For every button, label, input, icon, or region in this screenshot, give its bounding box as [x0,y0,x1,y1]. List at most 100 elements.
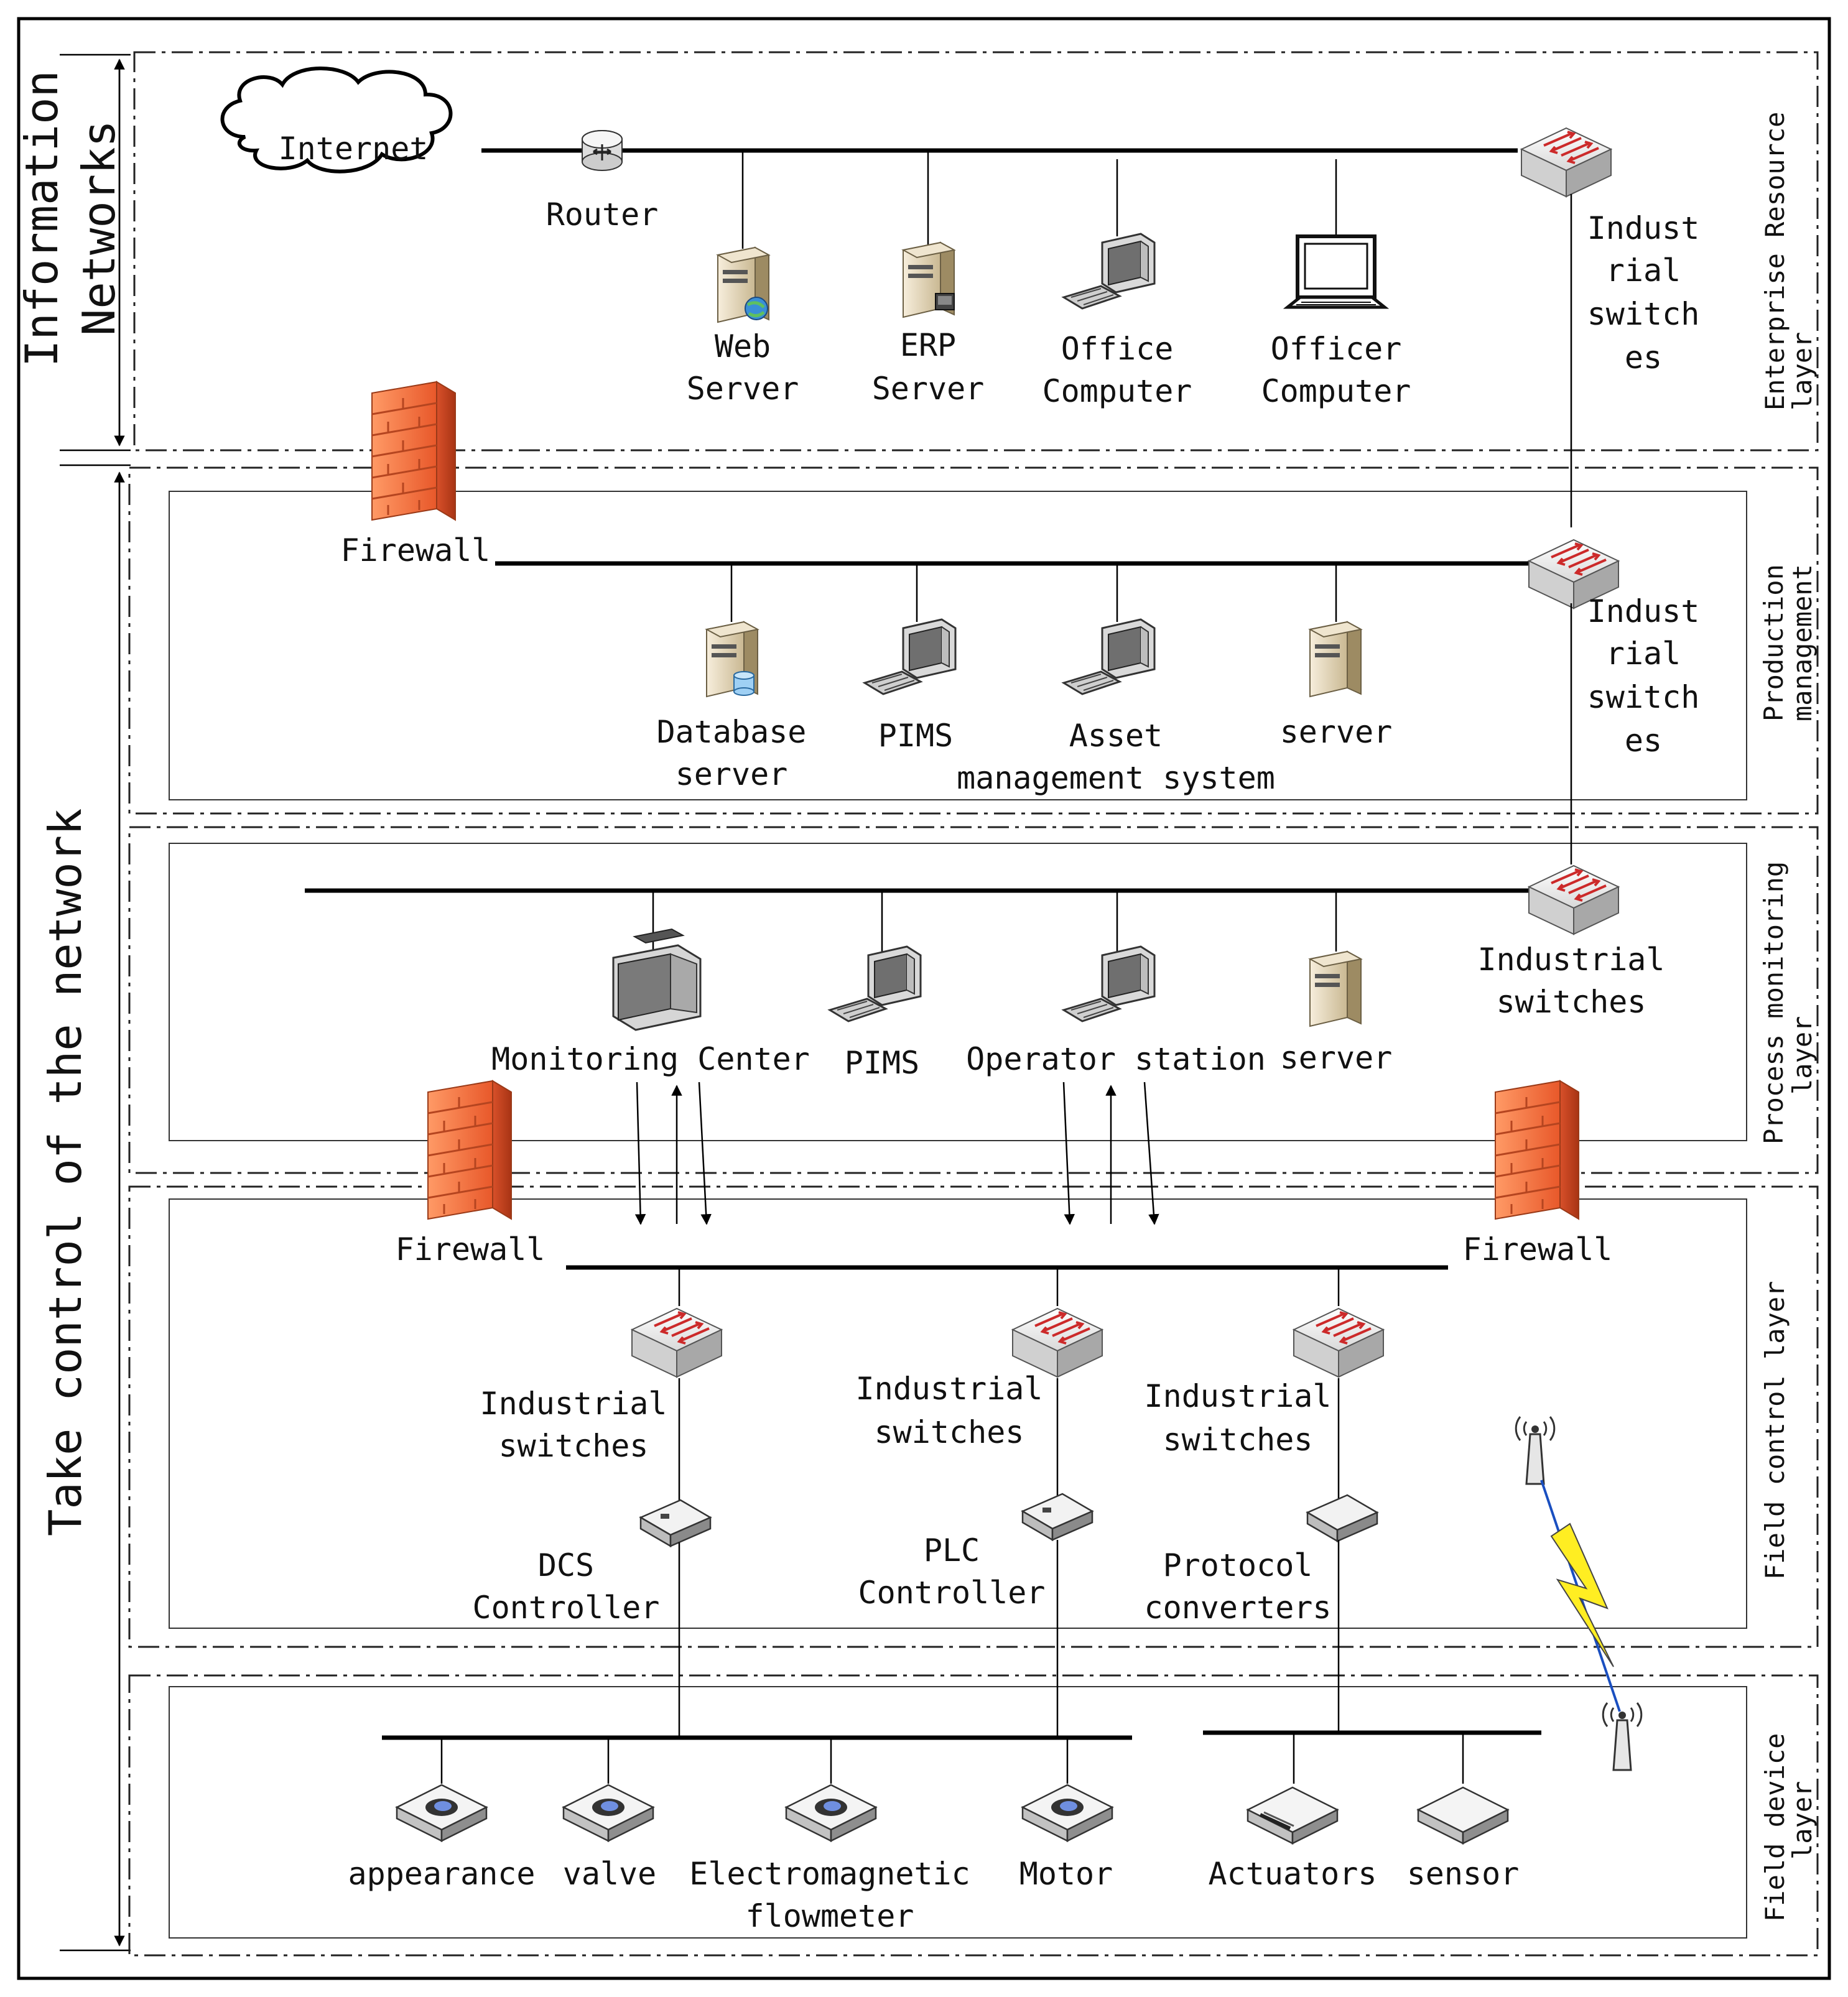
field-device-inner-box [169,1686,1747,1939]
information-label: Information [16,70,68,367]
valve-device-icon [562,1784,654,1842]
field-switch-2-label-1: Industrial [855,1371,1042,1407]
production-layer-box [128,466,1819,815]
actuators-label: Actuators [1209,1856,1377,1892]
control-bracket [60,464,131,1952]
field-firewall-left-label: Firewall [396,1231,546,1267]
production-firewall-icon [371,381,457,521]
flowmeter-label-2: flowmeter [746,1898,914,1934]
process-switch-icon [1528,864,1620,935]
production-server-label: server [1280,714,1393,750]
information-networks-bracket: Information [16,53,131,452]
process-server-label: server [1280,1040,1393,1076]
field-device-layer-label-1: Field device [1760,1733,1790,1922]
flowmeter-label-1: Electromagnetic [689,1856,970,1892]
asset-label-1: Asset [1069,718,1163,754]
database-server-icon [706,621,758,697]
flowmeter-device-icon [785,1784,877,1842]
svg-text:switch: switch [1587,679,1700,715]
svg-text:Indust: Indust [1587,210,1700,246]
erp-server-icon [903,242,955,318]
erp-server-label-1: ERP [900,327,956,363]
enterprise-layer-label-2: layer [1787,332,1818,410]
outer-frame [17,17,1831,1980]
operator-data-arrows [1062,1082,1159,1225]
process-layer-label-1: Process monitoring [1758,861,1789,1144]
svg-text:es: es [1625,340,1662,376]
wireless-antenna-bottom-icon [1602,1702,1643,1771]
protocol-label-2: converters [1144,1590,1331,1626]
svg-text:rial: rial [1606,253,1681,289]
monitoring-data-arrows [634,1082,712,1225]
field-switch-1-label-1: Industrial [480,1386,667,1422]
lightning-icon [1550,1522,1614,1667]
field-firewall-right-label: Firewall [1463,1231,1613,1267]
dcs-label-2: Controller [472,1590,659,1626]
field-switch-1-label-2: switches [499,1428,649,1464]
motor-device-icon [1021,1784,1113,1842]
field-switch-2-icon [1011,1307,1103,1378]
officer-computer-label-1: Officer [1271,331,1402,367]
internet-cloud: Internet [220,67,453,174]
monitoring-center-icon [612,928,702,1031]
field-device-layer-box [128,1674,1819,1957]
field-switch-1-icon [631,1307,723,1378]
protocol-converter-icon [1306,1494,1378,1542]
svg-text:Indust: Indust [1587,593,1700,629]
monitoring-center-label: Monitoring Center [491,1041,810,1077]
web-server-label-1: Web [715,328,771,364]
asset-management-icon [1062,618,1156,695]
field-firewall-left-icon [427,1080,513,1220]
operator-station-icon [1062,945,1156,1022]
field-switch-3-label-1: Industrial [1144,1378,1331,1414]
database-server-label-1: Database [657,714,807,750]
process-pims-icon [829,945,922,1022]
process-layer-label-2: layer [1787,1016,1818,1095]
motor-label: Motor [1019,1856,1113,1892]
svg-text:switch: switch [1587,296,1700,332]
process-inner-box [169,843,1747,1141]
take-control-label: Take control of the network [39,809,91,1536]
process-switch-label-1: Industrial [1477,942,1665,978]
appearance-device-icon [396,1784,488,1842]
field-switch-2-label-2: switches [875,1414,1024,1450]
dcs-controller-icon [639,1499,712,1547]
information-label-2: Networks [73,120,125,336]
plc-label-1: PLC [924,1532,980,1568]
web-server-icon [717,247,769,323]
office-computer-label-1: Office [1061,331,1174,367]
officer-computer-label-2: Computer [1261,373,1411,409]
production-server-icon [1309,621,1362,697]
office-computer-label-2: Computer [1042,373,1192,409]
field-firewall-right-icon [1494,1080,1580,1220]
process-layer-box [128,826,1819,1174]
production-layer-label-1: Production [1758,564,1789,721]
production-firewall-label: Firewall [341,532,491,568]
plc-controller-icon [1021,1493,1093,1541]
erp-server-label-2: Server [872,371,985,407]
field-control-inner-box [169,1198,1747,1629]
field-device-layer-label-2: layer [1787,1781,1818,1860]
enterprise-switch-icon [1520,127,1612,198]
production-pims-label: PIMS [878,718,953,754]
web-server-label-2: Server [687,371,799,407]
field-switch-3-icon [1293,1307,1385,1378]
dcs-label-1: DCS [538,1547,594,1583]
enterprise-layer-box [133,51,1819,452]
database-server-label-2: server [676,756,788,792]
field-control-layer-box [128,1185,1819,1648]
operator-station-label: Operator station [966,1041,1266,1077]
laptop-icon [1283,234,1390,309]
actuators-device-icon [1246,1786,1339,1845]
svg-text:rial: rial [1606,636,1681,672]
asset-label-2: management system [957,760,1275,796]
protocol-label-1: Protocol [1163,1547,1313,1583]
production-inner-box [169,491,1747,800]
router-icon [582,130,623,171]
process-switch-label-2: switches [1497,984,1646,1020]
router-label: Router [546,197,659,233]
enterprise-layer-label-1: Enterprise Resource [1760,112,1790,410]
process-pims-label: PIMS [845,1045,919,1081]
internet-label: Internet [279,131,429,167]
